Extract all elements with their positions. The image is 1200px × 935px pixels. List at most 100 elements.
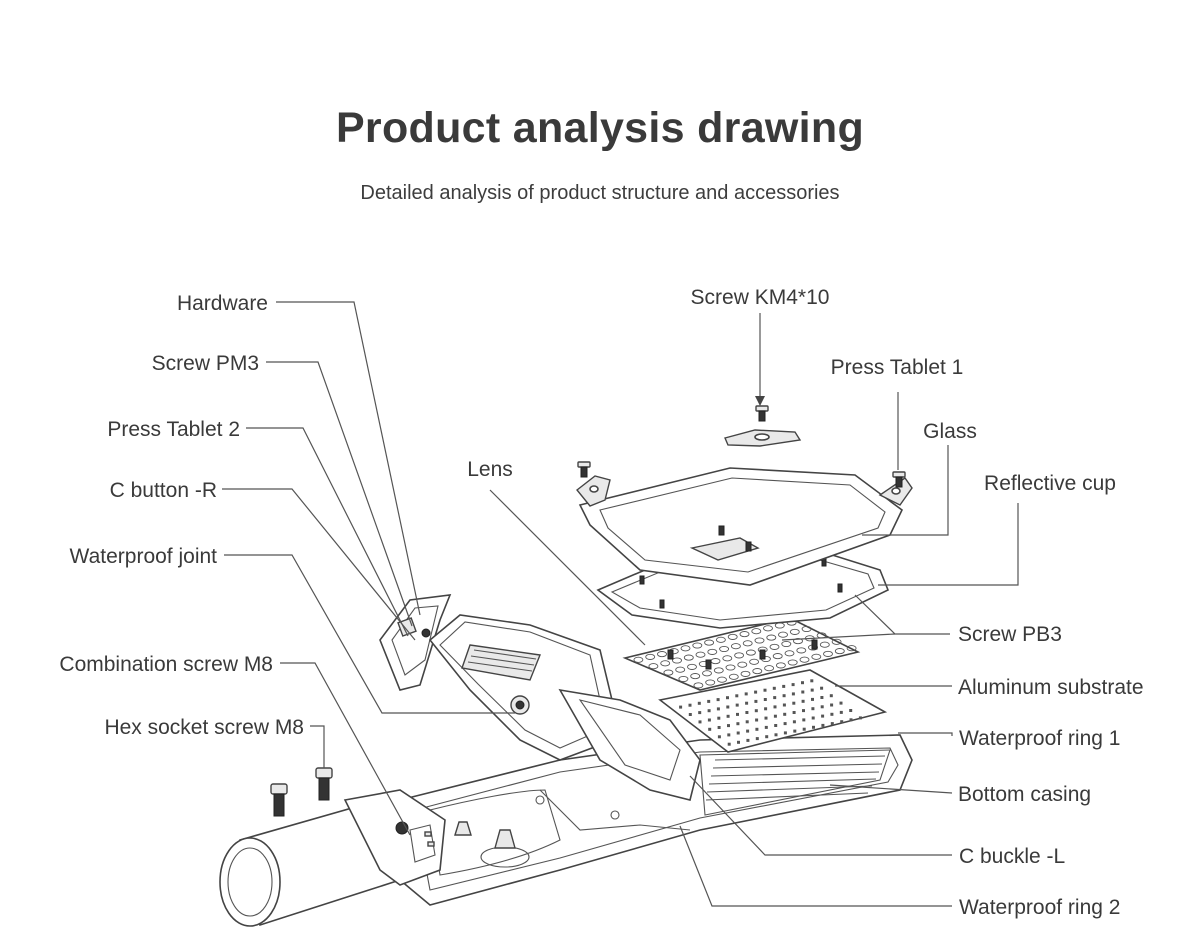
led-dot — [717, 716, 721, 720]
lens-cell — [672, 657, 682, 664]
lens-cell — [846, 645, 857, 652]
lens-cell — [663, 669, 674, 676]
pole-connector-shape — [219, 789, 446, 927]
lens-cell — [796, 647, 807, 654]
label-reflective-cup: Reflective cup — [984, 472, 1116, 495]
lens-cell — [781, 640, 792, 648]
led-dot — [763, 698, 767, 701]
led-dot — [839, 701, 843, 705]
led-dot — [726, 714, 730, 718]
lens-cell — [692, 642, 703, 649]
lamp-drawing — [219, 405, 913, 927]
led-dot — [755, 718, 759, 722]
led-dot — [755, 737, 759, 741]
lens-cell — [819, 641, 830, 648]
led-dot — [764, 725, 768, 729]
lens-cell — [754, 637, 765, 644]
lens-cell — [657, 651, 667, 658]
lens-cell — [725, 664, 736, 671]
lens-cell — [702, 670, 712, 677]
leader-lines — [222, 301, 1019, 907]
led-dot — [726, 696, 729, 700]
led-dot — [707, 699, 711, 703]
led-dot — [745, 711, 749, 714]
lens-cell — [687, 663, 697, 670]
lens-cell — [749, 658, 760, 665]
lens-cell — [740, 670, 751, 677]
lens-cell — [680, 645, 691, 652]
led-dot — [763, 688, 767, 692]
led-dot — [746, 729, 750, 733]
aluminum-substrate-shape — [658, 669, 888, 753]
led-dot — [716, 698, 720, 702]
led-dot — [744, 692, 748, 696]
lens-cell — [834, 648, 845, 655]
lens-cell — [831, 638, 842, 645]
label-press-tablet-2: Press Tablet 2 — [107, 418, 240, 441]
led-dot — [764, 716, 768, 720]
lens-cell — [727, 633, 738, 640]
label-glass: Glass — [923, 420, 977, 443]
lens-cell — [737, 661, 748, 668]
lens-cell — [645, 653, 656, 660]
label-screw-km4: Screw KM4*10 — [691, 286, 830, 309]
led-dot — [801, 681, 804, 685]
bottom-casing-shape — [399, 734, 913, 906]
led-dot — [802, 727, 806, 731]
led-dot — [754, 690, 758, 694]
lens-cell — [707, 648, 718, 655]
lens-cell — [633, 656, 644, 663]
lens-cell — [739, 631, 750, 638]
lens-cell — [766, 634, 777, 641]
led-dot — [717, 735, 721, 739]
lens-cell — [775, 662, 786, 669]
led-dot — [735, 703, 739, 707]
led-dot — [736, 731, 740, 735]
label-waterproof-joint: Waterproof joint — [70, 545, 218, 568]
lens-cell — [713, 667, 724, 674]
led-dot — [736, 712, 739, 716]
led-dot — [698, 711, 702, 715]
led-dot — [820, 696, 824, 699]
led-dot — [792, 701, 796, 705]
lens-cell — [763, 625, 773, 632]
lens-cell — [704, 639, 715, 646]
led-dot — [707, 718, 711, 722]
label-press-tablet-1: Press Tablet 1 — [831, 356, 964, 379]
led-dot — [688, 713, 692, 716]
label-screw-pm3: Screw PM3 — [152, 352, 259, 375]
part-labels: Hardware Screw PM3 Press Tablet 2 C butt… — [59, 286, 1143, 919]
led-dot — [745, 701, 749, 705]
lens-cell — [764, 665, 775, 672]
lens-cell — [801, 625, 812, 633]
lens-cell — [751, 628, 762, 635]
led-dot — [772, 686, 776, 690]
led-dot — [727, 724, 730, 728]
lens-cell — [722, 655, 733, 662]
lens-cell — [728, 673, 739, 680]
lens-cell — [678, 675, 689, 683]
lens-cell — [769, 643, 780, 650]
lens-cell — [789, 628, 800, 635]
lens-cell — [823, 650, 833, 657]
press-tablets-shape — [576, 429, 913, 507]
led-dot — [801, 699, 805, 703]
led-dot — [821, 723, 825, 727]
led-dot — [717, 726, 721, 729]
lens-cell — [719, 645, 730, 653]
led-dot — [820, 705, 824, 709]
lens-shape — [622, 617, 861, 691]
label-bottom-casing: Bottom casing — [958, 783, 1091, 806]
led-dot — [707, 709, 711, 713]
lens-cell — [787, 659, 798, 666]
led-dot — [697, 701, 701, 705]
lens-cell — [648, 663, 659, 670]
led-dot — [791, 692, 795, 696]
led-dot — [810, 688, 814, 692]
lens-cell — [690, 673, 701, 680]
led-dot — [830, 703, 834, 707]
label-hardware: Hardware — [177, 292, 268, 315]
led-dot — [782, 703, 786, 707]
led-dot — [764, 707, 768, 711]
lens-cell — [752, 668, 763, 675]
